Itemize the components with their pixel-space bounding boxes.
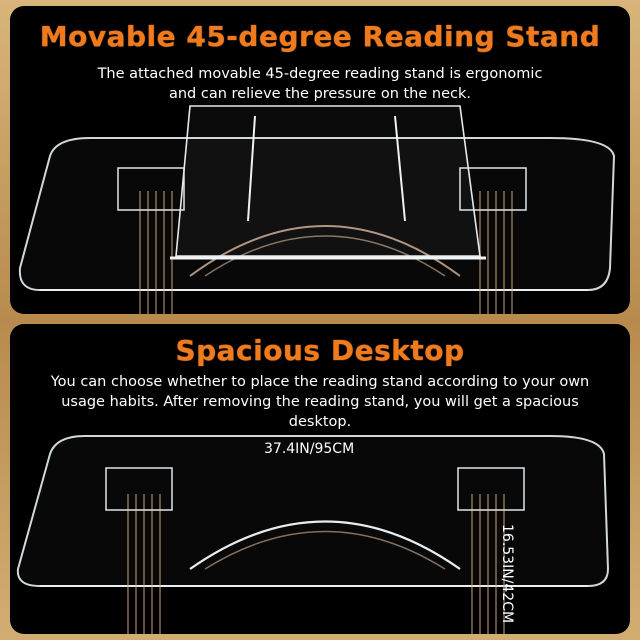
left-leg <box>139 191 173 314</box>
right-leg-cap <box>459 167 527 211</box>
panel-reading-stand: Movable 45-degree Reading Stand The atta… <box>10 6 630 314</box>
panel-description: You can choose whether to place the read… <box>50 374 590 430</box>
left-leg-cap <box>117 167 185 211</box>
left-leg <box>127 494 161 634</box>
width-dimension-label: 37.4IN/95CM <box>264 441 355 457</box>
arch-support <box>189 225 461 277</box>
lectern-desktop-illustration <box>16 435 610 634</box>
panel-description: The attached movable 45-degree reading s… <box>97 66 543 102</box>
stand-brace-right <box>394 115 406 222</box>
arch-support-inner <box>204 530 446 570</box>
reading-stand-board <box>175 105 481 257</box>
panel-title: Spacious Desktop <box>175 334 465 367</box>
depth-dimension-label: 16.53IN/42CM <box>499 524 515 624</box>
arch-support <box>189 520 461 570</box>
right-leg-cap <box>457 467 525 511</box>
right-leg <box>479 191 513 314</box>
desktop-slab <box>18 137 616 291</box>
panel-spacious-desktop: Spacious Desktop You can choose whether … <box>10 324 630 634</box>
lectern-with-reading-stand-illustration <box>18 105 616 314</box>
desktop-slab <box>16 435 610 587</box>
right-leg <box>471 494 505 634</box>
panel-title: Movable 45-degree Reading Stand <box>39 20 601 53</box>
stand-brace-left <box>247 115 256 222</box>
left-leg-cap <box>105 467 173 511</box>
